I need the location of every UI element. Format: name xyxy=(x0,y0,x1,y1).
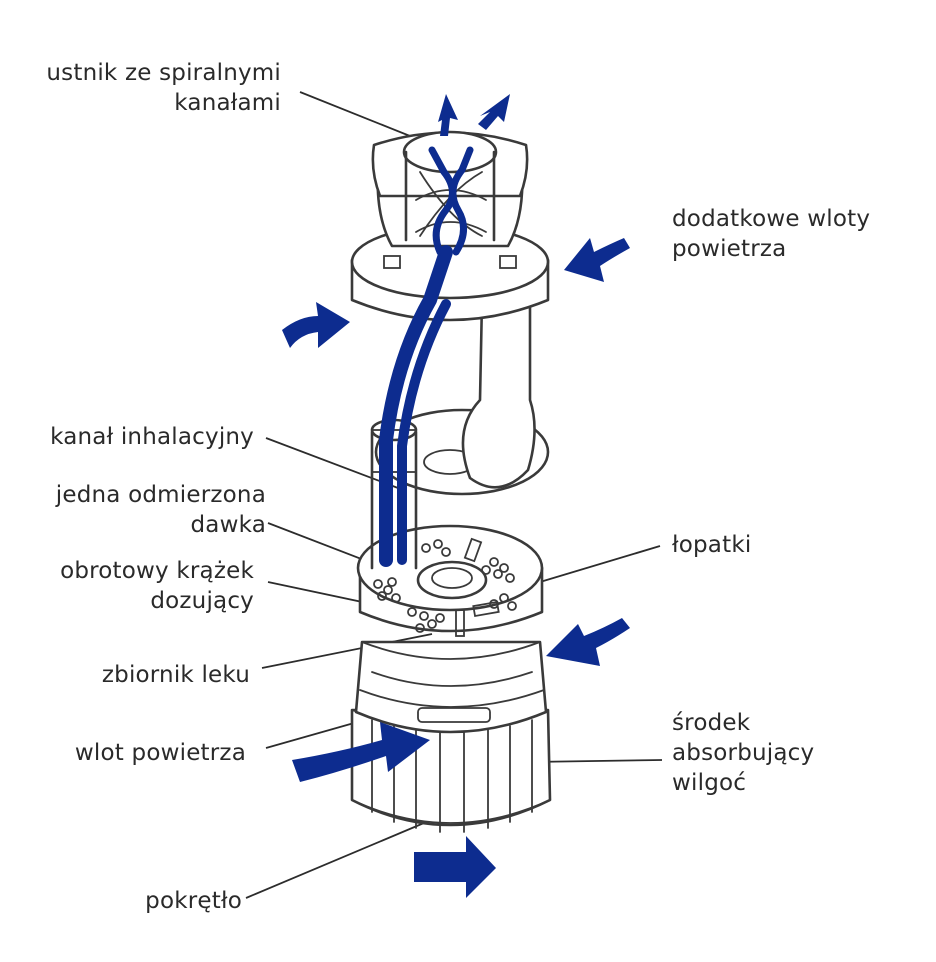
leader-blades xyxy=(519,545,661,589)
arrow-right-mouthpiece-left xyxy=(282,302,350,348)
label-drug-reservoir-line1: zbiornik leku xyxy=(101,662,250,688)
label-metered-dose: jedna odmierzona dawka xyxy=(56,480,266,540)
arrow-up-left xyxy=(438,94,458,136)
leader-drug-reservoir xyxy=(261,633,433,669)
arrow-left-mouthpiece-right xyxy=(564,238,630,282)
label-air-inlet: wlot powietrza xyxy=(75,738,246,768)
label-extra-air-inlets-line1: dodatkowe wloty xyxy=(672,206,871,232)
dosing-disc-part xyxy=(356,524,544,637)
label-extra-air-inlets-line2: powietrza xyxy=(672,236,787,262)
housing-part xyxy=(354,640,548,734)
arrow-out-knob xyxy=(414,836,496,898)
airflow-arrows xyxy=(282,94,630,898)
label-rotating-disc-line1: obrotowy krążek xyxy=(60,558,254,584)
label-desiccant: środek absorbujący wilgoć xyxy=(672,708,814,798)
label-rotating-disc: obrotowy krążek dozujący xyxy=(60,556,254,616)
label-desiccant-line1: środek xyxy=(672,710,751,736)
label-inhalation-channel: kanał inhalacyjny xyxy=(50,422,254,452)
label-mouthpiece-line1: ustnik ze spiralnymi xyxy=(46,60,281,86)
label-knob-line1: pokrętło xyxy=(145,888,242,914)
label-inhalation-channel-line1: kanał inhalacyjny xyxy=(50,424,254,450)
label-air-inlet-line1: wlot powietrza xyxy=(74,740,246,766)
label-desiccant-line3: wilgoć xyxy=(672,770,747,796)
label-mouthpiece-line2: kanałami xyxy=(174,90,281,116)
label-mouthpiece: ustnik ze spiralnymi kanałami xyxy=(46,58,281,118)
label-knob: pokrętło xyxy=(145,886,242,916)
label-metered-dose-line2: dawka xyxy=(190,512,266,538)
label-extra-air-inlets: dodatkowe wloty powietrza xyxy=(672,204,870,264)
label-rotating-disc-line2: dozujący xyxy=(150,588,254,614)
mouthpiece-part xyxy=(350,130,550,322)
label-desiccant-line2: absorbujący xyxy=(672,740,815,766)
leader-mouthpiece xyxy=(299,91,426,143)
airflow-channel xyxy=(379,146,474,567)
arrow-in-base xyxy=(292,722,430,782)
label-blades: łopatki xyxy=(672,530,751,560)
label-blades-line1: łopatki xyxy=(672,532,752,558)
arrow-left-disc xyxy=(546,618,630,666)
arrow-up-right xyxy=(478,94,510,130)
label-metered-dose-line1: jedna odmierzona xyxy=(55,482,266,508)
leader-desiccant xyxy=(529,759,663,763)
label-drug-reservoir: zbiornik leku xyxy=(102,660,250,690)
leader-inhalation-channel xyxy=(265,437,399,489)
